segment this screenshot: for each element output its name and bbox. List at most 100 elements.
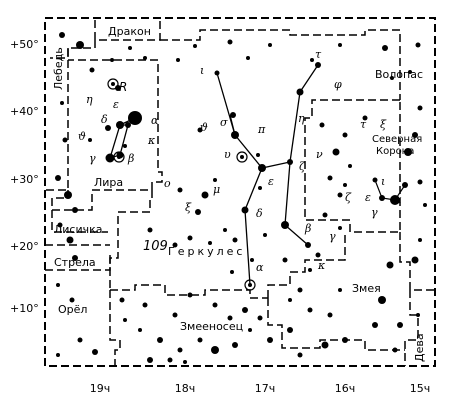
star-label-severnaya_korona: γ bbox=[371, 206, 378, 219]
star-mark bbox=[297, 287, 303, 293]
star-mark bbox=[386, 261, 394, 269]
star-mark bbox=[172, 312, 178, 318]
star-mark bbox=[125, 122, 131, 128]
star-label-severnaya_korona: ζ bbox=[345, 191, 352, 204]
star-mark bbox=[223, 228, 227, 232]
star-mark bbox=[242, 307, 248, 313]
star-label-gerkules: υ bbox=[224, 148, 231, 161]
star-mark bbox=[256, 153, 260, 157]
star-label-gerkules: μ bbox=[213, 183, 220, 196]
star-mark bbox=[315, 252, 321, 258]
star-mark bbox=[105, 153, 115, 163]
star-mark bbox=[338, 288, 342, 292]
constellation-label-lebed: Лебедь bbox=[52, 47, 65, 90]
star-mark bbox=[211, 346, 219, 354]
star-mark bbox=[56, 283, 60, 287]
star-mark bbox=[296, 88, 304, 96]
star-mark bbox=[197, 337, 203, 343]
star-mark bbox=[412, 132, 418, 138]
star-mark bbox=[382, 45, 388, 51]
star-label-gerkules: ο bbox=[164, 177, 171, 190]
star-mark bbox=[62, 137, 68, 143]
star-label-lira: γ bbox=[89, 152, 96, 165]
star-mark bbox=[248, 328, 252, 332]
star-mark bbox=[404, 148, 412, 156]
star-mark bbox=[72, 255, 78, 261]
star-mark bbox=[327, 312, 333, 318]
star-mark bbox=[246, 56, 250, 60]
star-label-lira: α bbox=[151, 114, 159, 127]
star-mark bbox=[55, 175, 61, 181]
star-mark bbox=[177, 347, 183, 353]
star-mark bbox=[76, 41, 84, 49]
star-mark bbox=[138, 328, 142, 332]
star-mark bbox=[110, 58, 114, 62]
star-mark bbox=[56, 353, 60, 357]
star-mark bbox=[69, 297, 75, 303]
star-label-gerkules: σ bbox=[220, 116, 228, 129]
star-label-gerkules: ϑ bbox=[200, 121, 208, 134]
star-label-gerkules: δ bbox=[256, 207, 263, 220]
star-label-gerkules: φ bbox=[334, 78, 342, 91]
star-mark bbox=[250, 258, 254, 262]
star-label-severnaya_korona: ξ bbox=[380, 118, 387, 131]
star-mark bbox=[123, 318, 127, 322]
star-mark bbox=[415, 42, 421, 48]
constellation-label-deva: Дева bbox=[413, 333, 426, 362]
ring-marker bbox=[113, 151, 125, 163]
star-label-lira: η bbox=[86, 93, 93, 106]
star-mark bbox=[372, 322, 378, 328]
star-mark bbox=[362, 115, 368, 121]
star-label-gerkules: ι bbox=[200, 64, 204, 77]
star-mark bbox=[72, 207, 78, 213]
constellation-label-zmeenosec: Змееносец bbox=[180, 320, 243, 333]
star-mark bbox=[332, 148, 340, 156]
y-tick-label: +30° bbox=[10, 173, 39, 186]
star-mark bbox=[232, 237, 238, 243]
constellation-label-gerkules: Геркулес bbox=[168, 245, 245, 258]
y-tick-label: +10° bbox=[10, 302, 39, 315]
star-mark bbox=[128, 46, 132, 50]
star-mark bbox=[193, 44, 197, 48]
star-mark bbox=[232, 342, 238, 348]
y-tick-label: +40° bbox=[10, 105, 39, 118]
star-mark bbox=[319, 122, 325, 128]
star-mark bbox=[307, 307, 313, 313]
star-mark bbox=[258, 164, 266, 172]
star-mark bbox=[227, 315, 233, 321]
star-label-gerkules: ξ bbox=[185, 201, 192, 214]
star-mark bbox=[337, 192, 343, 198]
star-mark bbox=[390, 195, 400, 205]
star-mark bbox=[64, 191, 72, 199]
star-mark bbox=[201, 191, 209, 199]
star-mark bbox=[418, 238, 422, 242]
ring-marker bbox=[107, 78, 119, 90]
star-mark bbox=[287, 327, 293, 333]
ring-marker bbox=[244, 279, 256, 291]
chart-frame bbox=[44, 17, 436, 367]
constellation-label-orel: Орёл bbox=[58, 303, 87, 316]
star-label-severnaya_korona: ν bbox=[316, 148, 323, 161]
star-mark bbox=[230, 270, 234, 274]
star-mark bbox=[305, 242, 311, 248]
star-mark bbox=[92, 349, 98, 355]
ring-marker-dot bbox=[117, 155, 121, 159]
star-mark bbox=[315, 62, 321, 68]
constellation-label-zmeya: Змея bbox=[352, 282, 381, 295]
star-mark bbox=[392, 347, 398, 353]
y-tick-label: +50° bbox=[10, 38, 39, 51]
star-label-severnaya_korona: α bbox=[394, 193, 402, 206]
star-label-gerkules: β bbox=[304, 222, 311, 235]
star-mark bbox=[60, 101, 64, 105]
ring-marker bbox=[236, 151, 248, 163]
star-label-gerkules: α bbox=[256, 261, 264, 274]
star-mark bbox=[417, 179, 423, 185]
star-label-lira: ε bbox=[113, 98, 119, 111]
star-mark bbox=[281, 221, 289, 229]
star-mark bbox=[115, 85, 121, 91]
ring-marker-dot bbox=[111, 82, 115, 86]
star-mark bbox=[417, 105, 423, 111]
constellation-label-volopas: Волопас bbox=[375, 68, 423, 81]
